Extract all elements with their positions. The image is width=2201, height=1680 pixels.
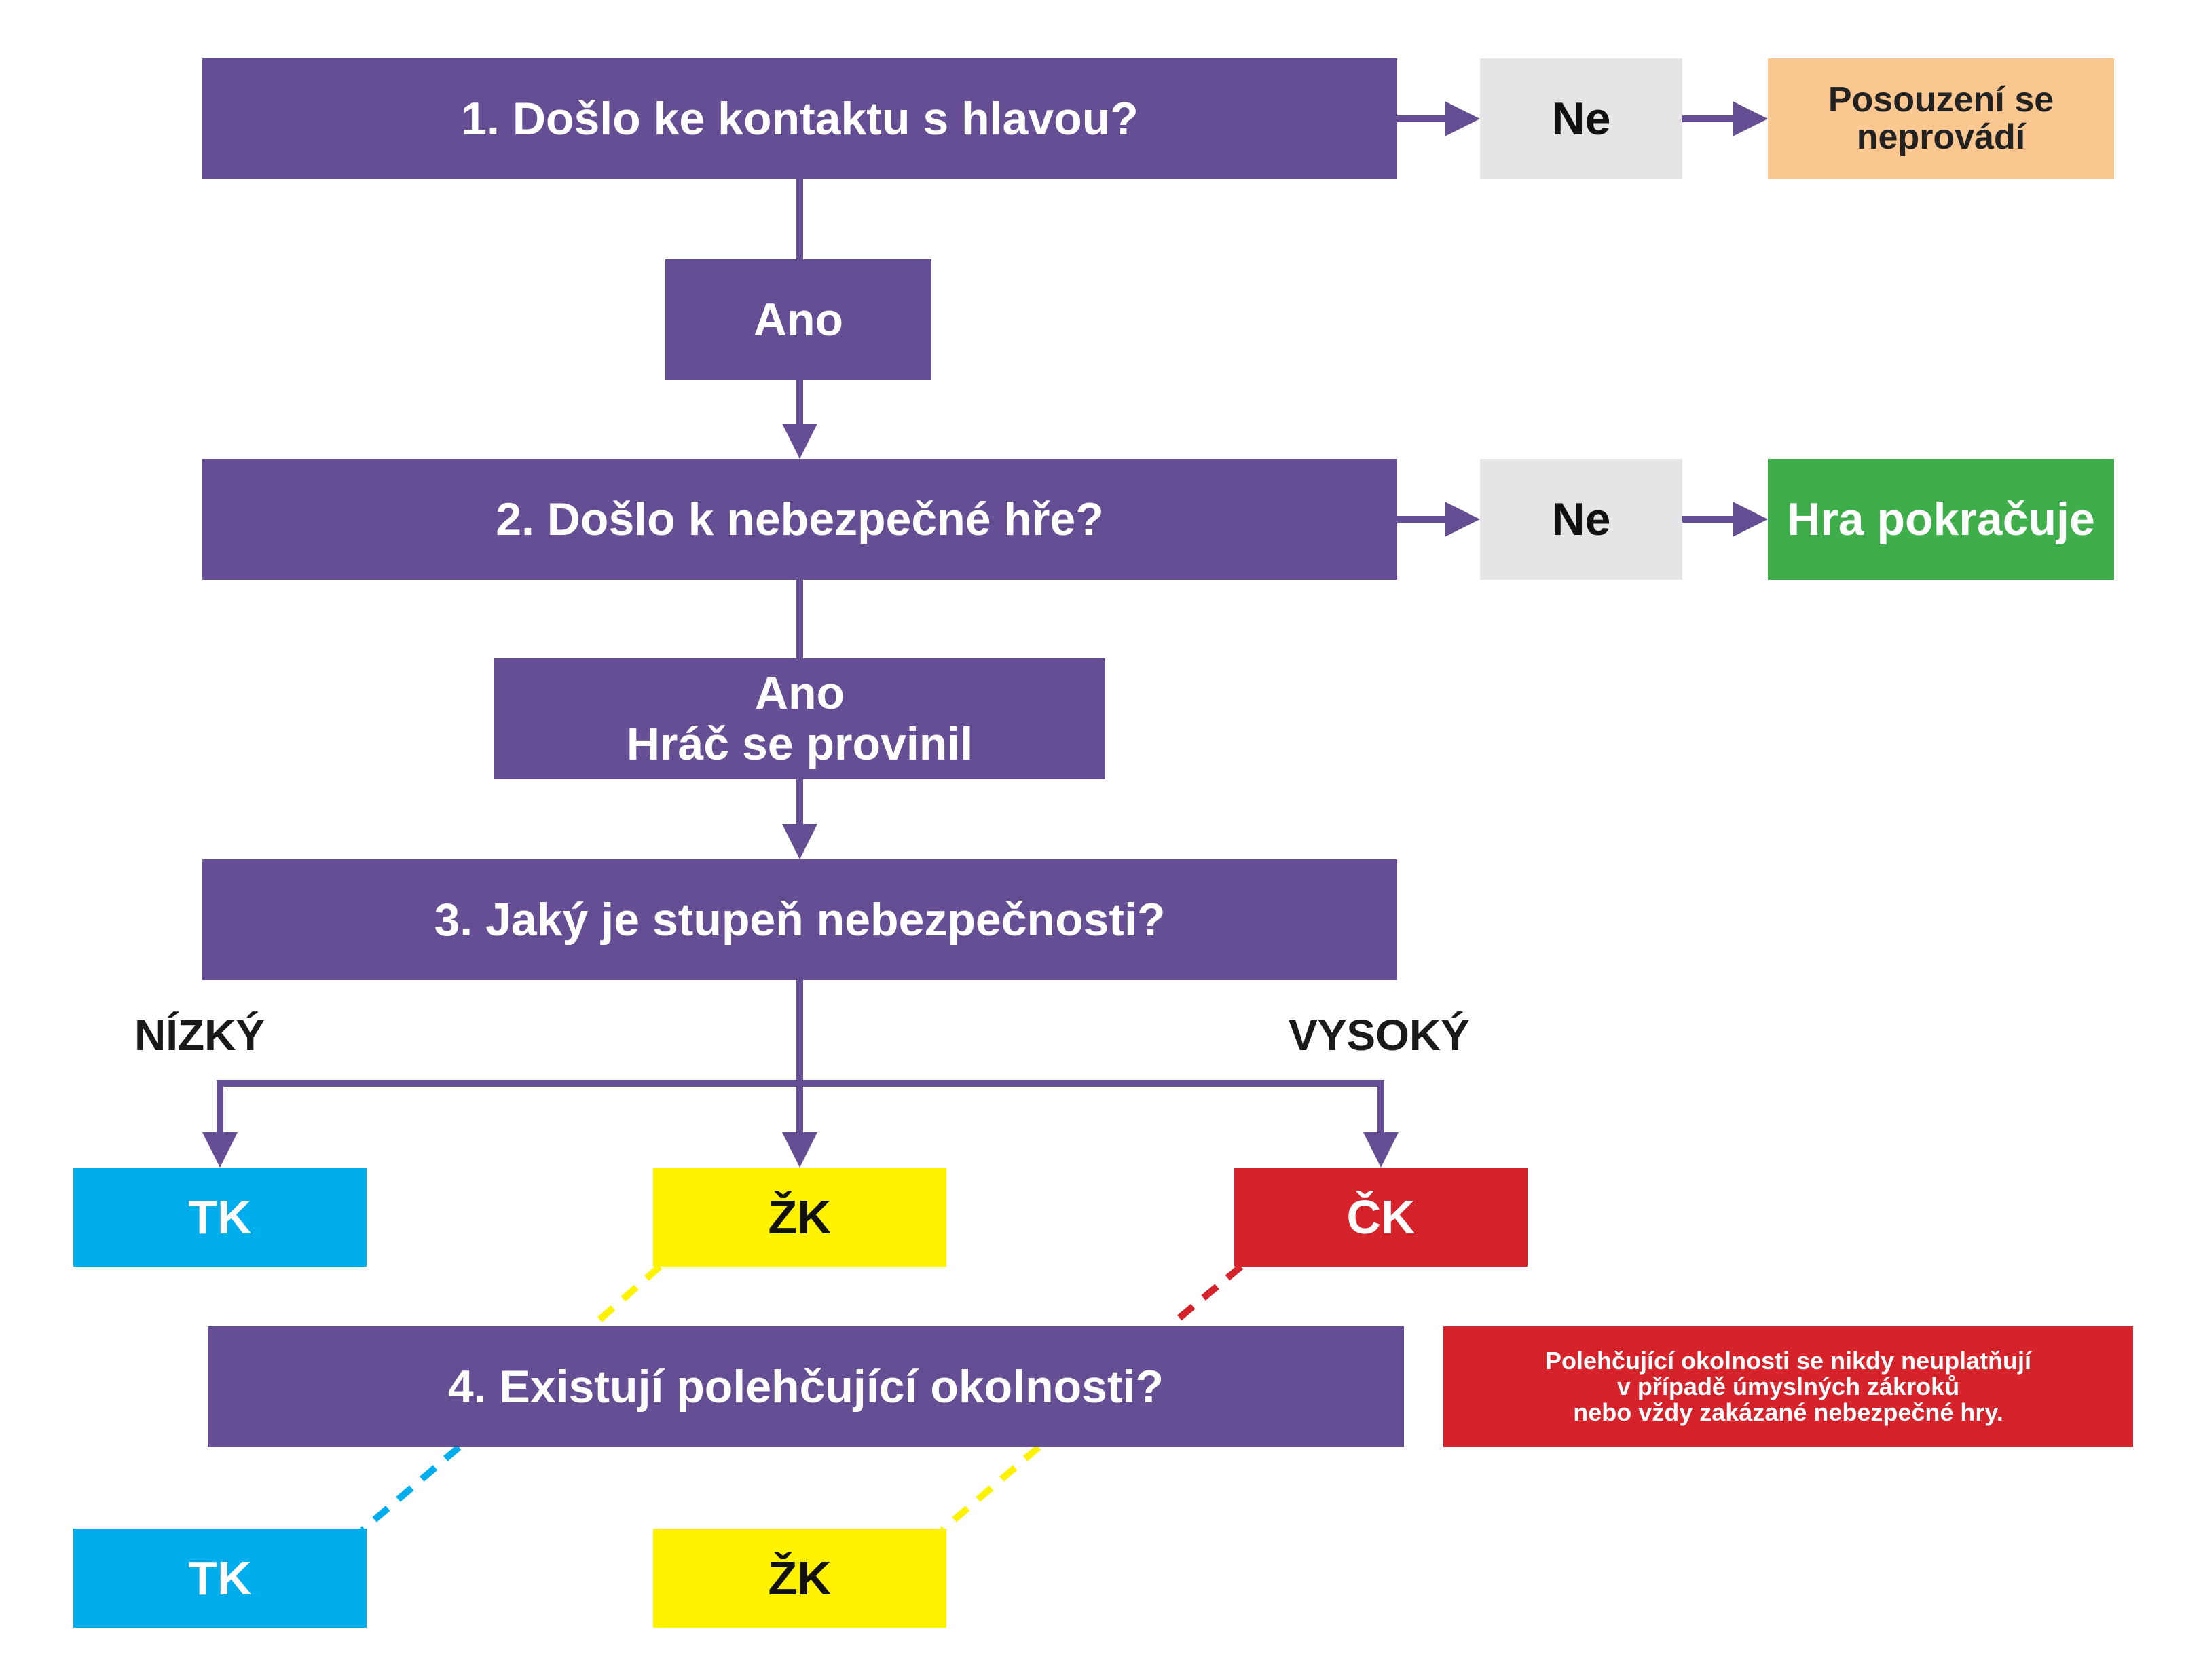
high-severity-label: VYSOKÝ [1289,1011,1470,1060]
step1-yes-label: Ano [753,294,844,346]
mitigation-note-box: Polehčující okolnosti se nikdy neuplatňu… [1443,1326,2133,1447]
dash-q4-to-tk [360,1444,462,1533]
arrow-yes2-to-q3-head [782,824,817,859]
reduced-zk-text: ŽK [768,1552,832,1605]
step2-yes-line1: Ano [754,667,845,720]
step1-no-box: Ne [1480,58,1682,179]
question-2-text: 2. Došlo k nebezpečné hře? [496,493,1104,545]
arrow-no1-to-result-head [1733,101,1768,136]
step1-yes-box: Ano [665,259,931,380]
question-3-text: 3. Jaký je stupeň nebezpečnosti? [434,894,1166,946]
no-assessment-box: Posouzení se neprovádí [1768,58,2114,179]
question-1-box: 1. Došlo ke kontaktu s hlavou? [202,58,1397,179]
arrow-yes1-to-q2-head [782,424,817,459]
arrow-high-ck-head [1363,1132,1399,1168]
outcome-tk-box: TK [73,1168,367,1267]
mitigation-note-line3: nebo vždy zakázané nebezpečné hry. [1573,1398,2003,1426]
arrow-q1-to-no-head [1445,101,1480,136]
low-severity-label: NÍZKÝ [134,1011,265,1060]
question-3-box: 3. Jaký je stupeň nebezpečnosti? [202,859,1397,980]
step2-yes-line2: Hráč se provinil [626,718,974,770]
arrow-no2-to-result-head [1733,502,1768,537]
dash-ck-to-q4 [1166,1264,1244,1329]
mitigation-note-line2: v případě úmyslných zákroků [1616,1373,1960,1401]
question-1-text: 1. Došlo ke kontaktu s hlavou? [461,93,1139,145]
no-assessment-line2: neprovádí [1856,117,2026,157]
reduced-tk-box: TK [73,1529,367,1628]
reduced-zk-box: ŽK [653,1529,946,1628]
question-4-box: 4. Existují polehčující okolnosti? [208,1326,1404,1447]
step2-no-label: Ne [1551,493,1611,545]
reduced-tk-text: TK [188,1552,252,1605]
question-2-box: 2. Došlo k nebezpečné hře? [202,459,1397,580]
play-continues-text: Hra pokračuje [1787,493,2095,545]
outcome-tk-text: TK [188,1191,252,1244]
outcome-zk-text: ŽK [768,1191,832,1244]
step1-no-label: Ne [1551,93,1611,145]
dash-q4-to-zk [940,1444,1041,1533]
play-continues-box: Hra pokračuje [1768,459,2114,580]
no-assessment-line1: Posouzení se [1828,80,2054,120]
mitigation-note-line1: Polehčující okolnosti se nikdy neuplatňu… [1545,1347,2032,1375]
step2-yes-box: Ano Hráč se provinil [494,658,1105,779]
dash-zk-to-q4 [589,1264,663,1329]
question-4-text: 4. Existují polehčující okolnosti? [447,1361,1164,1413]
step2-no-box: Ne [1480,459,1682,580]
outcome-ck-box: ČK [1234,1168,1528,1267]
arrow-q2-to-no-head [1445,502,1480,537]
outcome-zk-box: ŽK [653,1168,946,1267]
arrow-mid-zk-head [782,1132,817,1168]
outcome-ck-text: ČK [1346,1191,1416,1244]
arrow-low-tk-head [202,1132,238,1168]
